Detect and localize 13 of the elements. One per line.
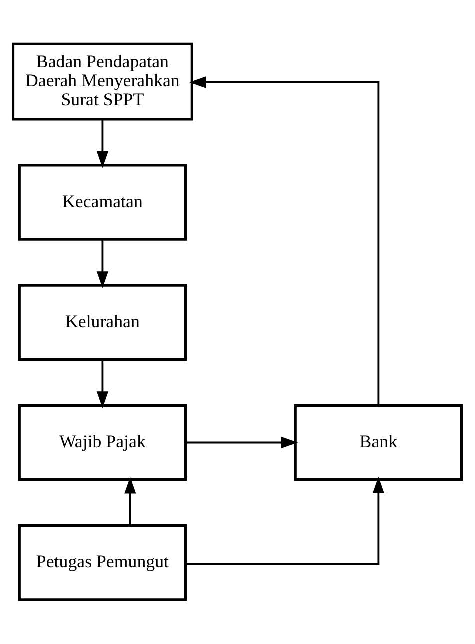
arrow [186, 436, 298, 449]
node-box: Badan Pendapatan Daerah Menyerahkan Surat SPPT [12, 42, 194, 121]
node-box: Kelurahan [18, 284, 188, 361]
node-box: Bank [294, 404, 463, 482]
node-box: Wajib Pajak [18, 404, 188, 482]
node-box: Kecamatan [18, 164, 188, 241]
arrow [96, 240, 109, 288]
arrow [96, 360, 109, 408]
arrow [96, 120, 109, 168]
node-box: Petugas Pemungut [18, 524, 188, 602]
arrow [124, 477, 136, 526]
arrow [186, 476, 384, 566]
arrow [189, 76, 380, 406]
